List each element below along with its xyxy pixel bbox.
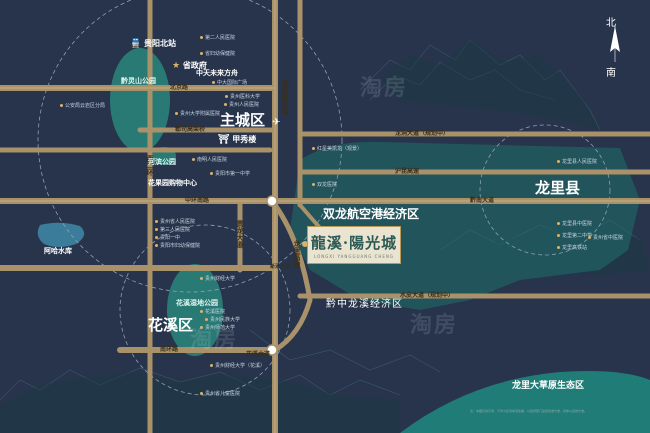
project-marker[interactable]: 龍溪·陽光城 LONGXI YANGGUANG CHENG bbox=[307, 226, 401, 264]
road-xinhua: 新添大道 bbox=[270, 264, 291, 270]
teal-zones bbox=[37, 48, 650, 433]
poi: 公安局云岩区分局 bbox=[60, 104, 105, 109]
zone-shuanglong: 双龙航空港经济区 bbox=[323, 207, 420, 221]
park-hebin: 河滨公园 bbox=[148, 158, 176, 166]
airplane-icon: ✈ bbox=[272, 117, 281, 128]
poi: 花溪医院 bbox=[200, 310, 225, 315]
poi: 贵州大学附属医院 bbox=[175, 112, 220, 117]
project-name: 龍溪·陽光城 bbox=[310, 233, 398, 252]
poi: 贵州财经大学（花溪） bbox=[210, 364, 265, 369]
poi: 贵州省中医院 bbox=[588, 236, 623, 241]
poi: 贵州师范大学 bbox=[200, 326, 235, 331]
poi: 贵阳市第一中学 bbox=[210, 172, 250, 177]
poi: 中大国际广场 bbox=[212, 81, 247, 86]
watermark: 淘房 bbox=[360, 76, 409, 101]
poi: 第二人民医院 bbox=[200, 36, 235, 41]
poi: 第三人民医院 bbox=[155, 228, 190, 233]
zone-grassland: 龙里大草原生态区 bbox=[512, 381, 585, 391]
compass-north: 北 bbox=[606, 18, 616, 29]
poi: 贵州民族大学 bbox=[205, 318, 240, 323]
landmark-province-gov: ★ 省政府 bbox=[172, 61, 207, 71]
poi: 红星美凯龙（观景） bbox=[312, 147, 362, 152]
poi: 龙里高铁站 bbox=[557, 246, 587, 251]
train-icon: 🚆 bbox=[130, 39, 142, 49]
poi: 贵阳一中 bbox=[155, 236, 180, 241]
district-huaxi: 花溪区 bbox=[148, 316, 194, 334]
district-longli: 龙里县 bbox=[535, 179, 581, 197]
road-huaxi-ave: 花溪大道 bbox=[246, 351, 271, 358]
landmark-north-station: 🚆 贵阳北站 bbox=[130, 39, 177, 49]
star-icon: ★ bbox=[172, 61, 181, 71]
landmark-future-city: 中天未来方舟 bbox=[196, 69, 238, 77]
zone-qianzhong: 黔中龙溪经济区 bbox=[326, 299, 403, 310]
poi: 省妇幼保健院 bbox=[200, 52, 235, 57]
park-huaxi-wetland: 花溪湿地公园 bbox=[176, 299, 218, 307]
road-longdong-high: 龙里高速 bbox=[293, 240, 301, 268]
disclaimer-note: 注：本图仅供示意，不作为任何承诺依据，以政府部门最终批准为准，具体以实物为准。 bbox=[470, 409, 588, 413]
road-nanhuan: 南环路 bbox=[160, 346, 179, 353]
road-dujun: 都司高架桥 bbox=[175, 126, 206, 133]
road-beijing: 北京路 bbox=[170, 84, 189, 91]
poi: 龙里县中医院 bbox=[557, 222, 592, 227]
watermark: 淘房 bbox=[410, 313, 459, 338]
pin-icon bbox=[302, 241, 308, 247]
park-qianling: 黔灵山公园 bbox=[121, 77, 156, 85]
road-airport: 湖滨路机场 bbox=[281, 80, 289, 115]
road-shuangna: 沪昆高速 bbox=[395, 168, 420, 175]
landmark-jiaxiu: ⛩ 甲秀楼 bbox=[218, 135, 257, 145]
poi: 贵阳市妇幼保健院 bbox=[155, 244, 200, 249]
compass-icon: 北 南 bbox=[600, 14, 630, 79]
road-zhonghuan: 中环南路 bbox=[185, 197, 210, 204]
district-main-city: 主城区 bbox=[220, 111, 266, 129]
poi: 贵州省儿童医院 bbox=[200, 392, 240, 397]
road-shuiyan: 水皮大道（规划中） bbox=[400, 292, 455, 299]
road-longdong: 龙洞大道（规划中） bbox=[395, 130, 450, 137]
compass-south: 南 bbox=[606, 68, 616, 79]
poi: 龙里第二中学 bbox=[557, 234, 592, 239]
building-icon: ⛩ bbox=[218, 135, 230, 145]
poi: 贵州医科大学 bbox=[225, 95, 260, 100]
poi: 龙里县人民医院 bbox=[557, 160, 597, 165]
poi: 贵州省人民医院 bbox=[155, 220, 195, 225]
watermark: 淘房 bbox=[190, 328, 239, 353]
landmark-aha-reservoir: 阿哈水库 bbox=[44, 247, 72, 255]
road-ring-west: 西二环 bbox=[146, 155, 154, 176]
poi: 南明人民医院 bbox=[192, 158, 227, 163]
road-qiannan: 黔南大道 bbox=[470, 197, 495, 204]
poi: 贵州人民医院 bbox=[224, 103, 259, 108]
poi: 贵州财经大学 bbox=[200, 277, 235, 282]
project-sub: LONGXI YANGGUANG CHENG bbox=[313, 253, 395, 259]
landmark-huaguo: 花果园购物中心 bbox=[148, 179, 197, 187]
road-guilong-v: 贵龙大道 bbox=[236, 220, 244, 248]
poi: 双龙医院 bbox=[312, 183, 337, 188]
